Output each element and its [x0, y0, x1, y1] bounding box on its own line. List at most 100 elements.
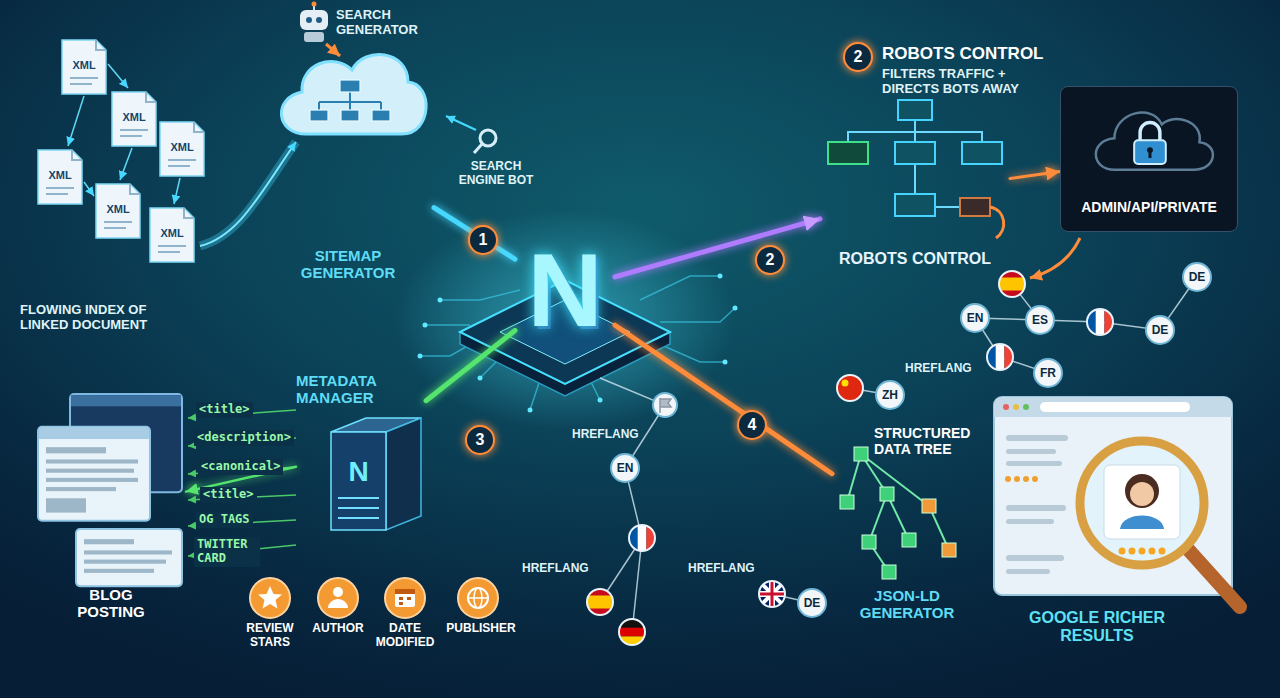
art-rect	[71, 395, 181, 406]
flag-uk	[759, 581, 785, 607]
art-circle	[1013, 404, 1019, 410]
language-badge: DE	[797, 588, 827, 618]
art-path	[386, 418, 421, 530]
art-path	[319, 92, 381, 110]
node-text: ADMIN/API/PRIVATE	[1061, 199, 1237, 215]
art-circle	[842, 380, 849, 387]
art-circle	[718, 274, 723, 279]
document-label: XML	[160, 141, 204, 154]
art-g	[619, 619, 645, 645]
art-rect	[1104, 465, 1180, 539]
art-g	[840, 447, 956, 579]
art-path	[1120, 516, 1164, 530]
callout-number: 2	[843, 42, 873, 72]
document-label: XML	[38, 169, 82, 182]
caption-label: SEARCH GENERATOR	[336, 8, 432, 38]
art-rect	[46, 498, 86, 512]
art-rect	[942, 543, 956, 557]
art-circle	[1130, 482, 1154, 506]
art-path	[850, 277, 1197, 395]
node-text: BLOG POSTING	[66, 586, 156, 621]
art-rect	[38, 427, 150, 521]
search-magnifier	[474, 130, 496, 153]
art-path	[994, 397, 1232, 417]
document-label: XML	[112, 111, 156, 124]
art-rect	[46, 487, 116, 491]
art-g	[1005, 476, 1038, 482]
node-artwork	[262, 22, 434, 284]
core-chip: N	[515, 232, 615, 350]
art-g	[987, 344, 1013, 370]
art-rect	[1134, 140, 1166, 164]
art-circle	[1119, 548, 1126, 555]
flag-de	[619, 619, 645, 645]
art-rect	[828, 142, 868, 164]
art-rect	[960, 198, 990, 216]
art-rect	[300, 10, 328, 30]
art-circle	[1080, 441, 1204, 565]
schema-icons	[250, 578, 498, 618]
art-rect	[395, 589, 415, 594]
art-g	[84, 539, 172, 573]
art-g	[587, 589, 613, 615]
node-text: N	[331, 456, 386, 488]
art-rect	[619, 628, 645, 637]
redirect-arrow	[1030, 238, 1080, 278]
art-rect	[1006, 519, 1054, 524]
robot-icon	[300, 2, 328, 43]
art-circle	[759, 581, 785, 607]
robots-flowchart: ROBOTS CONTROL	[820, 98, 1010, 286]
node-text: JSON-LD GENERATOR	[832, 587, 982, 622]
caption-label: HREFLANG	[905, 362, 972, 376]
art-path	[38, 150, 82, 204]
art-rect	[1006, 449, 1056, 454]
art-rect	[46, 459, 138, 463]
art-polygon	[258, 586, 282, 609]
meta-tag: TWITTER CARD	[194, 537, 260, 567]
language-badge: EN	[960, 303, 990, 333]
art-rect	[341, 110, 359, 121]
art-path	[160, 122, 204, 176]
art-rect	[331, 432, 386, 530]
art-path	[759, 581, 785, 607]
art-circle	[619, 619, 645, 645]
meta-tag: <title>	[196, 402, 253, 418]
language-badge: DE	[1182, 262, 1212, 292]
art-g	[999, 271, 1025, 297]
art-rect	[1006, 435, 1068, 441]
index-stream	[200, 142, 296, 246]
metadata-server: METADATA MANAGER N	[296, 372, 426, 532]
jsonld-tree: STRUCTURED DATA TREEJSON-LD GENERATOR	[832, 425, 982, 625]
art-path	[174, 178, 180, 204]
document-label: XML	[62, 59, 106, 72]
art-line	[338, 517, 379, 519]
node-text: GOOGLE RICHER RESULTS	[1017, 609, 1177, 646]
art-g	[46, 447, 138, 512]
art-rect	[39, 428, 149, 439]
art-circle	[333, 587, 343, 597]
language-badge: ES	[1025, 305, 1055, 335]
node-text: METADATA MANAGER	[296, 372, 411, 407]
caption-label: REVIEW STARS	[235, 622, 305, 650]
art-path	[847, 454, 949, 572]
language-badge: FR	[1033, 358, 1063, 388]
core-glow	[395, 210, 735, 430]
art-circle	[1003, 404, 1009, 410]
art-circle	[468, 588, 488, 608]
art-path	[990, 207, 1004, 238]
art-g	[629, 525, 655, 551]
art-rect	[1006, 569, 1050, 574]
art-rect	[854, 447, 868, 461]
connector-beam	[434, 208, 515, 260]
art-path	[660, 398, 671, 413]
caption-label: FLOWING INDEX OF LINKED DOCUMENT	[20, 303, 195, 333]
art-circle	[528, 408, 533, 413]
art-circle	[733, 306, 738, 311]
flag-es	[587, 589, 613, 615]
connector-beam	[1010, 172, 1060, 179]
art-circle	[999, 271, 1025, 297]
node-text: ROBOTS CONTROL	[820, 250, 1010, 268]
art-rect	[1006, 461, 1062, 466]
art-circle	[438, 298, 443, 303]
connector-beam	[426, 331, 515, 401]
